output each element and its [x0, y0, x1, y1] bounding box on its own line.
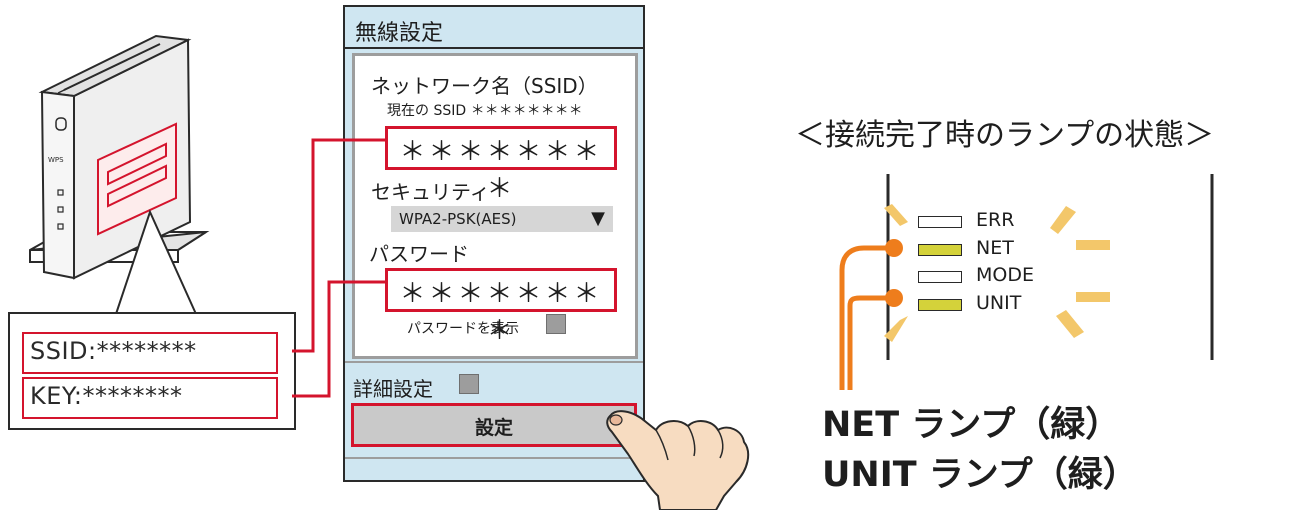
wps-label: WPS — [48, 156, 64, 164]
glow-rays — [884, 204, 1110, 342]
lamp-indicator-unit — [918, 298, 962, 311]
security-label: セキュリティ — [371, 180, 490, 204]
phone-screen: 無線設定 ネットワーク名（SSID） 現在の SSID ＊＊＊＊＊＊＊＊ ＊＊＊… — [343, 5, 645, 482]
network-name-label: ネットワーク名（SSID） — [371, 74, 598, 98]
set-button-label: 設定 — [474, 417, 513, 439]
orange-bracket — [839, 245, 894, 390]
lamp-label-mode: MODE — [976, 264, 1034, 286]
lamp-label-unit: UNIT — [976, 291, 1022, 314]
page-title: 無線設定 — [355, 21, 444, 46]
net-lamp-caption: NET ランプ（緑） — [822, 405, 1121, 445]
lamp-panel-graphic — [839, 174, 1214, 390]
router-ssid-row: SSID:******** — [22, 332, 278, 374]
key-connector-line — [292, 280, 388, 398]
router-key-row: KEY:******** — [22, 377, 278, 419]
lamp-label-net: NET — [976, 236, 1014, 259]
pointing-hand-icon — [606, 410, 750, 510]
header-divider — [345, 47, 643, 49]
chevron-down-icon: ▼ — [591, 208, 605, 229]
ssid-connector-line — [292, 138, 388, 353]
lamp-indicator-mode — [918, 271, 962, 283]
unit-lamp-caption: UNIT ランプ（緑） — [822, 455, 1138, 495]
ssid-input-value: ＊＊＊＊＊＊＊＊ — [399, 137, 603, 204]
advanced-settings-label: 詳細設定 — [353, 377, 433, 401]
lamp-indicator-net — [918, 243, 962, 256]
router-key-text: KEY:******** — [30, 382, 183, 410]
ssid-input[interactable]: ＊＊＊＊＊＊＊＊ — [385, 126, 617, 204]
router-device-illustration: WPS — [29, 34, 210, 315]
advanced-settings-checkbox[interactable] — [459, 374, 479, 394]
password-input-value: ＊＊＊＊＊＊＊＊ — [399, 279, 603, 346]
lamp-indicator-err — [918, 216, 962, 228]
security-select[interactable]: WPA2-PSK(AES) ▼ — [391, 206, 613, 232]
router-ssid-text: SSID:******** — [30, 337, 197, 365]
lamp-state-title: ＜接続完了時のランプの状態＞ — [795, 118, 1215, 153]
password-label: パスワード — [369, 242, 469, 266]
panel-divider — [345, 361, 643, 363]
lamp-label-err: ERR — [976, 209, 1015, 231]
security-selected-value: WPA2-PSK(AES) — [399, 210, 517, 228]
settings-panel: ネットワーク名（SSID） 現在の SSID ＊＊＊＊＊＊＊＊ ＊＊＊＊＊＊＊＊… — [352, 53, 638, 359]
bottom-divider — [345, 457, 643, 459]
current-ssid-label: 現在の SSID ＊＊＊＊＊＊＊＊ — [387, 103, 583, 119]
show-password-checkbox[interactable] — [546, 314, 566, 334]
show-password-label: パスワードを表示 — [407, 321, 519, 337]
password-input[interactable]: ＊＊＊＊＊＊＊＊ — [385, 268, 617, 346]
set-button[interactable]: 設定 — [351, 403, 637, 447]
